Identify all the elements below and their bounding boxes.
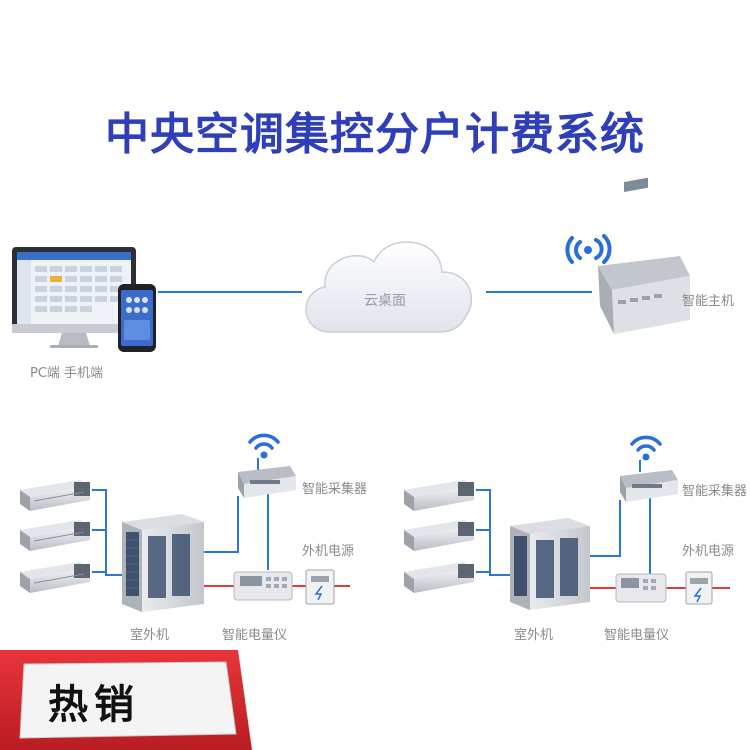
collector-icon (238, 466, 296, 498)
hot-sale-text: 热销 (48, 682, 140, 728)
meter-icon (615, 573, 667, 603)
phone-icon (118, 284, 156, 352)
host-device-icon (598, 177, 690, 334)
right-meter-label: 智能电量仪 (604, 628, 670, 643)
cloud-icon (305, 241, 473, 333)
indoor-unit-icon (404, 562, 474, 593)
cloud-label: 云桌面 (364, 293, 406, 309)
left-collector-label: 智能采集器 (302, 482, 368, 497)
outdoor-unit-icon (122, 514, 204, 612)
right-power-label: 外机电源 (682, 544, 735, 559)
pc-mobile-label: PC端 手机端 (30, 366, 104, 381)
left-outdoor-label: 室外机 (130, 628, 170, 643)
meter-icon (233, 571, 293, 601)
indoor-unit-icon (404, 520, 474, 551)
wifi-icon (248, 433, 280, 450)
indoor-unit-icon (20, 520, 90, 551)
wifi-icon (630, 435, 662, 452)
host-label: 智能主机 (682, 294, 735, 309)
outdoor-unit-icon (510, 518, 590, 610)
right-collector-label: 智能采集器 (682, 484, 748, 499)
indoor-unit-icon (404, 480, 474, 511)
power-box-icon (685, 571, 713, 605)
monitor-icon (12, 247, 136, 348)
right-outdoor-label: 室外机 (514, 628, 554, 643)
indoor-unit-icon (20, 480, 90, 511)
power-box-icon (305, 569, 335, 605)
left-power-label: 外机电源 (302, 544, 355, 559)
wifi-icon (565, 234, 612, 264)
collector-icon (620, 470, 678, 502)
indoor-unit-icon (20, 562, 90, 593)
left-meter-label: 智能电量仪 (222, 628, 288, 643)
page-title: 中央空调集控分户计费系统 (105, 109, 645, 160)
hot-sale-badge (0, 650, 252, 750)
